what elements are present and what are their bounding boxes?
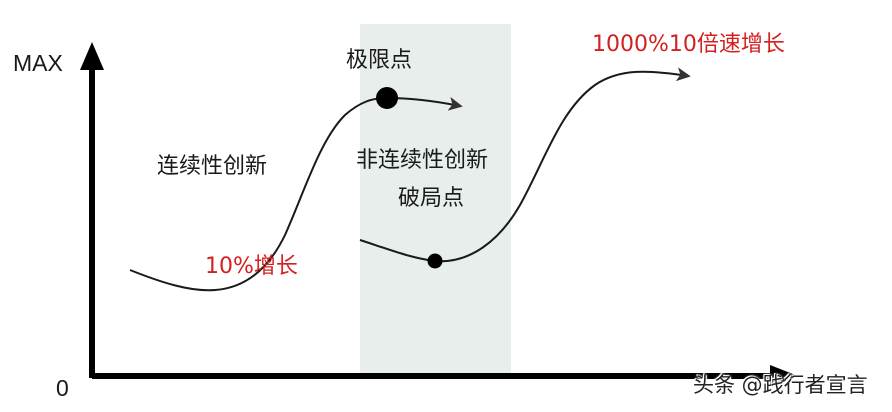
discontinuous-innovation-label: 非连续性创新 — [356, 148, 489, 173]
watermark: 头条 @践行者宣言 — [693, 373, 868, 397]
breakthrough-point-dot — [427, 253, 443, 269]
y-axis-max-label: MAX — [13, 50, 63, 76]
x-axis — [92, 365, 798, 387]
y-axis — [80, 42, 104, 378]
limit-arrow — [386, 96, 463, 111]
limit-point-label: 极限点 — [346, 48, 413, 73]
limit-point-dot — [376, 87, 398, 109]
y-axis-arrow-icon — [80, 42, 104, 70]
discontinuous-curve — [359, 67, 691, 263]
growth-1000-label: 1000%10倍速增长 — [592, 32, 785, 57]
origin-label: 0 — [56, 375, 69, 401]
growth-10-label: 10%增长 — [205, 254, 298, 279]
x-axis-arrow-icon — [770, 365, 798, 387]
discontinuity-band — [360, 24, 511, 375]
continuous-curve — [129, 97, 388, 292]
continuous-innovation-label: 连续性创新 — [157, 154, 268, 179]
breakthrough-point-label: 破局点 — [398, 186, 465, 211]
